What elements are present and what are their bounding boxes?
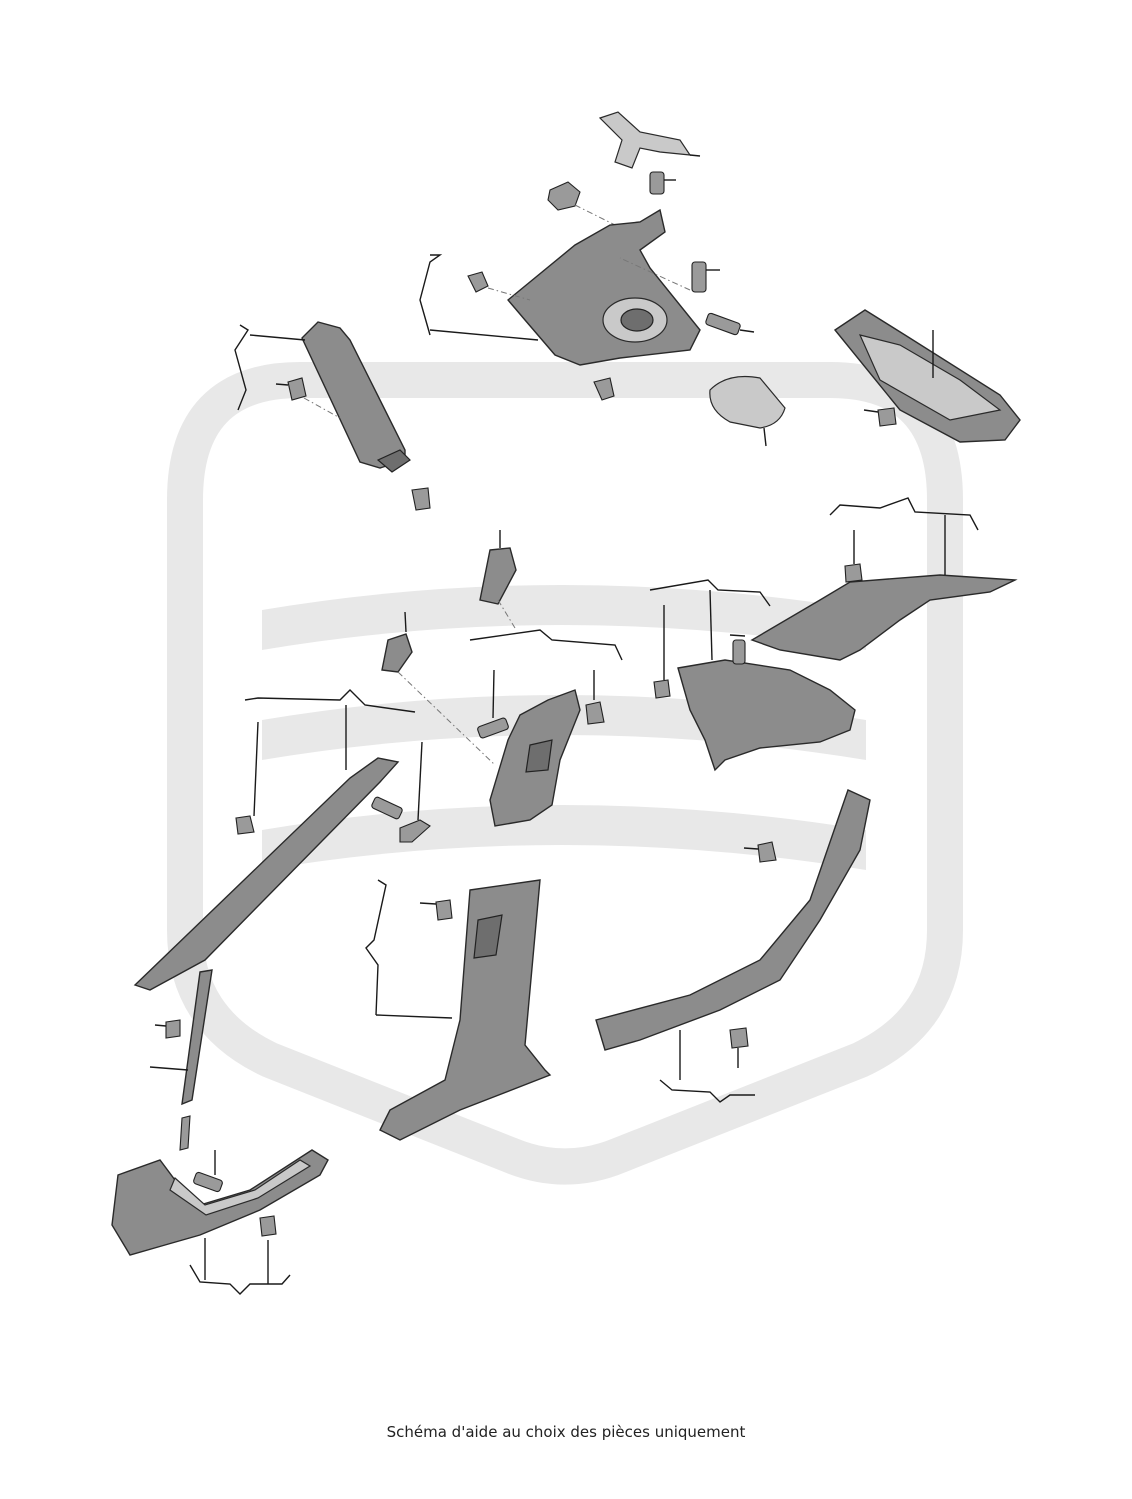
bolt-sill-front[interactable]	[193, 1150, 223, 1193]
bolt-a-pillar-lower[interactable]	[371, 796, 403, 820]
clip-c-pillar-lower[interactable]	[593, 377, 615, 401]
bolt-c-pillar-2[interactable]	[705, 312, 755, 336]
clip-rear-quarter[interactable]	[844, 530, 863, 583]
clip-sill-rear-1[interactable]	[743, 841, 777, 863]
clip-sill-rear-2[interactable]	[729, 1027, 749, 1068]
seatbelt-guide-right[interactable]	[479, 530, 517, 629]
clip-sill-front-top[interactable]	[179, 1115, 191, 1151]
door-sill-front-trim[interactable]	[111, 1149, 329, 1295]
diagram-caption: Schéma d'aide au choix des pièces unique…	[386, 1423, 746, 1441]
watermark-logo-icon	[167, 362, 963, 1185]
c-pillar-upper-trim[interactable]	[419, 208, 701, 366]
clip-seal[interactable]	[154, 1019, 181, 1039]
bolt-c-pillar-1[interactable]	[619, 257, 720, 293]
door-seal-strip[interactable]	[149, 969, 213, 1106]
bolt-top[interactable]	[649, 171, 676, 195]
parts-diagram	[111, 111, 1021, 1295]
cap-a-pillar-lower[interactable]	[399, 741, 431, 843]
clip-a-pillar-lower[interactable]	[235, 721, 259, 835]
a-pillar-lower-trim[interactable]	[133, 689, 416, 991]
speaker-grille[interactable]	[709, 375, 786, 447]
clip-b-pillar[interactable]	[585, 670, 605, 725]
bolt-b-pillar[interactable]	[477, 669, 509, 739]
clip-c-pillar[interactable]	[467, 271, 531, 301]
rear-shelf-trim[interactable]	[833, 309, 1021, 443]
b-pillar-upper-trim[interactable]	[469, 629, 623, 827]
bolt-c-pillar-lower[interactable]	[729, 634, 746, 665]
clip-a-pillar-upper[interactable]	[275, 377, 341, 419]
rear-quarter-upper-trim[interactable]	[750, 497, 1018, 661]
grommet-top[interactable]	[547, 181, 616, 226]
clip-sill-front[interactable]	[259, 1215, 277, 1284]
mounting-bracket[interactable]	[598, 111, 701, 169]
seatbelt-guide-left[interactable]	[381, 611, 496, 766]
clip-c-pillar-lower[interactable]	[653, 605, 671, 699]
b-pillar-lower-trim[interactable]	[365, 879, 552, 1141]
door-sill-rear-trim[interactable]	[595, 789, 871, 1103]
clip-rear-shelf[interactable]	[863, 407, 897, 427]
a-pillar-upper-trim[interactable]	[234, 321, 411, 473]
clip-b-pillar-lower[interactable]	[419, 899, 453, 921]
clip-a-pillar-bottom[interactable]	[411, 487, 431, 511]
c-pillar-lower-trim[interactable]	[649, 579, 856, 772]
